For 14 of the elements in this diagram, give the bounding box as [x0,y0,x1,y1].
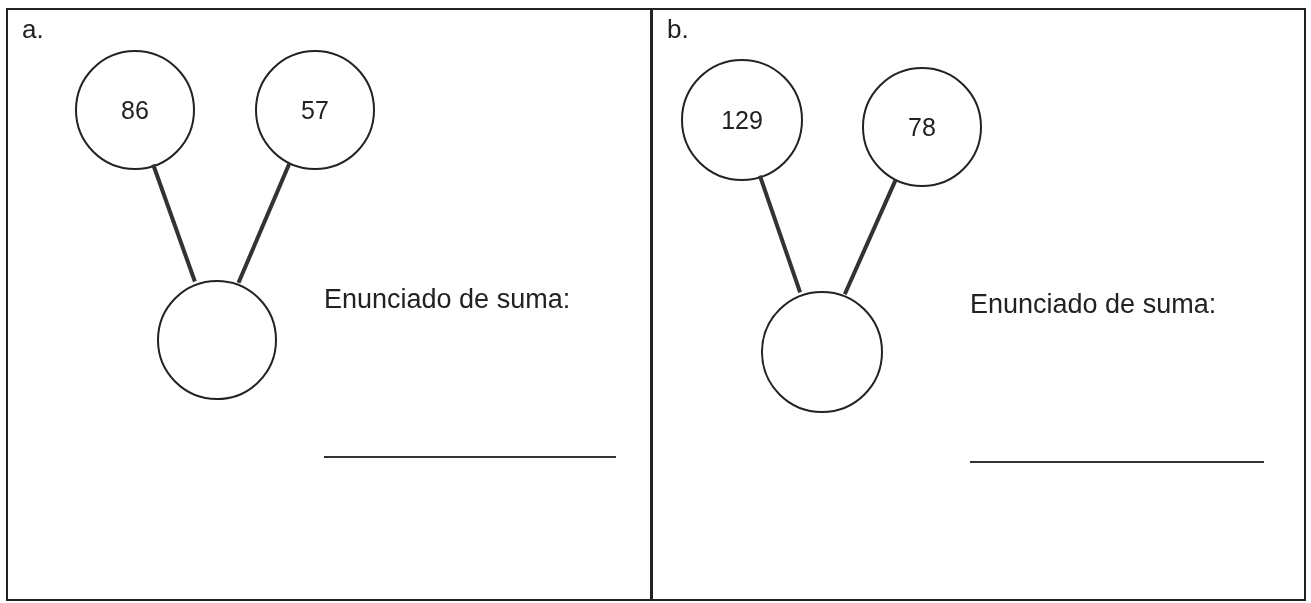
panel-letter: b. [667,16,689,42]
panel-frame [6,8,652,601]
prompt-text: Enunciado de suma: [970,291,1217,318]
number-label: 78 [908,114,936,140]
number-label: 57 [301,97,329,123]
connector-line [758,175,802,293]
number-label: 86 [121,97,149,123]
number-label: 129 [721,107,763,133]
connector-line [151,163,197,283]
panel-frame [651,8,1306,601]
connector-line [236,162,292,284]
panel-letter: a. [22,16,44,42]
connector-line [842,179,898,296]
prompt-text: Enunciado de suma: [324,286,571,313]
